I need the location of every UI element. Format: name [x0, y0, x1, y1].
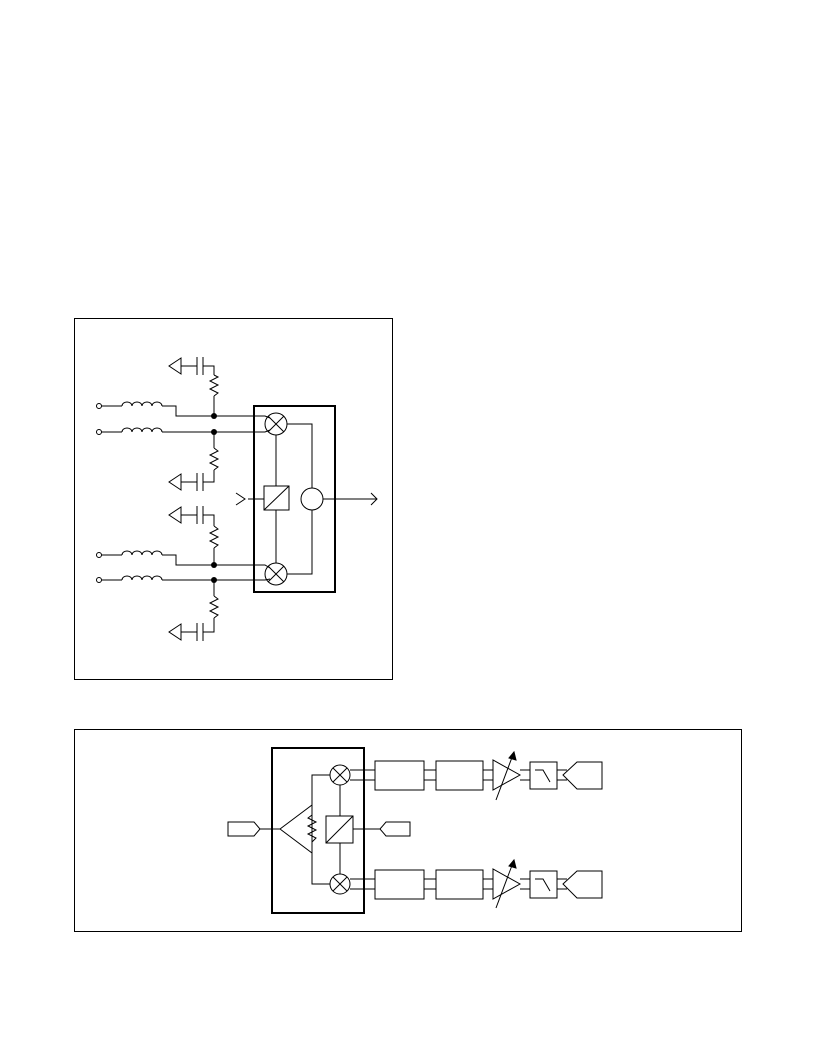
phase-splitter-icon: [263, 485, 290, 511]
i-channel: [350, 750, 603, 801]
lowpass-filter-icon: [529, 761, 558, 790]
figure-frame: [74, 318, 393, 680]
capacitor-icon: [196, 473, 204, 491]
lowpass-filter-icon: [529, 870, 558, 899]
variable-gain-amplifier-icon: [492, 858, 522, 909]
resistor-icon: [306, 814, 318, 843]
capacitor-icon: [196, 357, 204, 375]
block-icon: [374, 760, 425, 791]
mixer-schematic-figure: [74, 318, 393, 680]
block-icon: [435, 869, 484, 900]
port-icon: [562, 870, 603, 899]
ground-icon: [168, 623, 182, 641]
bias-network-4: [168, 580, 220, 641]
input-terminal-2: [96, 427, 271, 435]
input-terminal-3: [96, 550, 271, 569]
internal-wiring: [248, 423, 377, 575]
ground-icon: [168, 473, 182, 491]
mixer-icon: [264, 412, 288, 436]
inductor-icon: [121, 401, 163, 407]
summing-node-icon: [300, 487, 324, 511]
mixer-icon: [329, 764, 351, 786]
inductor-icon: [121, 550, 163, 556]
resistor-icon: [208, 525, 220, 549]
inductor-icon: [121, 427, 163, 433]
ground-icon: [168, 506, 182, 524]
lo-input-icon: [235, 492, 246, 506]
bias-network-2: [168, 432, 220, 491]
power-splitter: [279, 774, 330, 885]
block-icon: [435, 760, 484, 791]
port-icon: [379, 821, 411, 837]
block-icon: [374, 869, 425, 900]
q-channel: [350, 858, 603, 909]
input-terminal-4: [96, 575, 271, 583]
input-terminal-1: [96, 401, 271, 419]
inductor-icon: [121, 575, 163, 581]
mixer-icon: [264, 562, 288, 586]
iq-receiver-block-diagram-figure: [74, 729, 742, 932]
resistor-icon: [208, 374, 220, 397]
ground-icon: [168, 357, 182, 375]
mixer-icon: [329, 873, 351, 895]
bias-network-3: [168, 506, 220, 565]
port-icon: [227, 821, 261, 837]
variable-gain-amplifier-icon: [492, 750, 522, 801]
figure-frame: [74, 729, 742, 932]
bias-network-1: [168, 357, 220, 416]
resistor-icon: [208, 595, 220, 619]
arrow-icon: [370, 492, 378, 506]
resistor-icon: [208, 447, 220, 471]
capacitor-icon: [196, 506, 204, 524]
port-icon: [562, 761, 603, 790]
demodulator-package: [271, 747, 365, 914]
capacitor-icon: [196, 623, 204, 641]
phase-splitter-icon: [325, 785, 380, 874]
